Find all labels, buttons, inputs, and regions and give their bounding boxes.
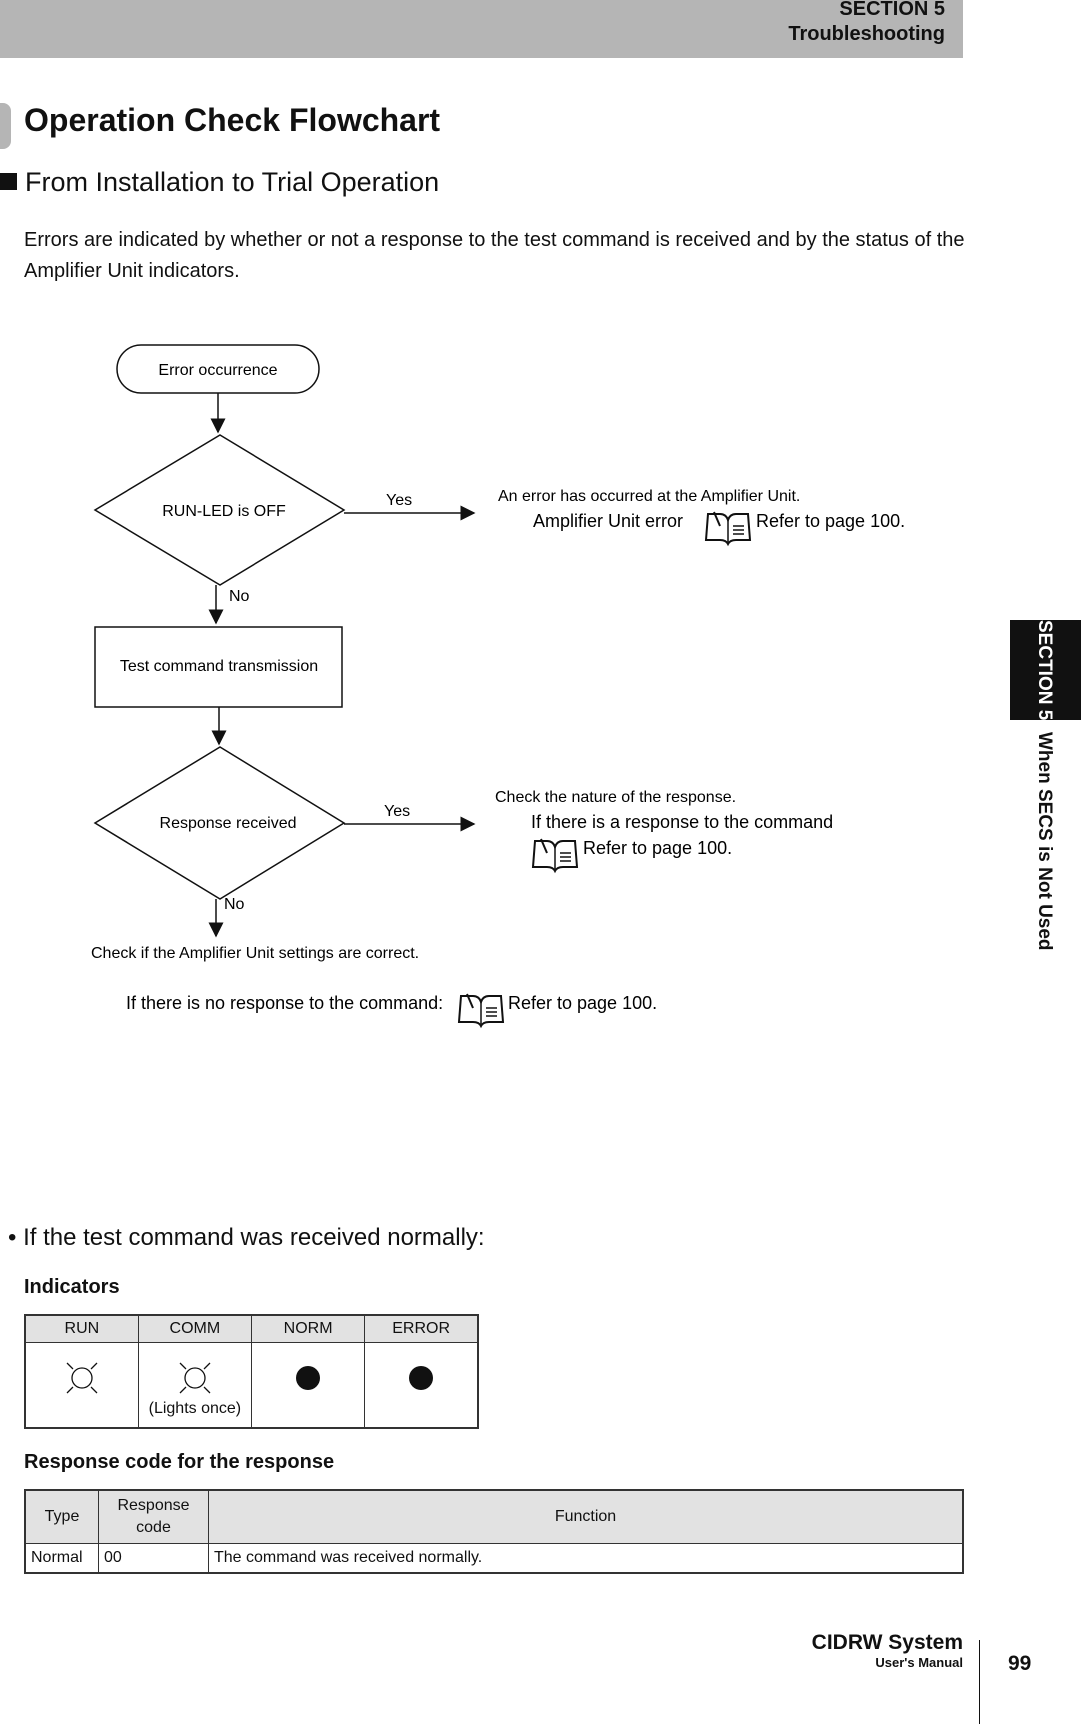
yes1-item: Amplifier Unit error	[533, 511, 683, 531]
indicator-comm-cell: (Lights once)	[137, 1342, 253, 1429]
title-tab-marker	[0, 103, 11, 149]
indicators-state-row: (Lights once)	[24, 1342, 479, 1429]
no2-item: If there is no response to the command:	[126, 993, 443, 1013]
indicator-col-norm: NORM	[250, 1314, 366, 1343]
decision2-label: Response received	[160, 815, 297, 832]
led-lit-icon	[179, 1362, 211, 1394]
table-row: Normal 00 The command was received norma…	[24, 1543, 964, 1574]
response-col-code: Response code	[98, 1489, 209, 1544]
comm-note: (Lights once)	[148, 1400, 242, 1417]
decision1-no-label: No	[229, 588, 250, 605]
start-label: Error occurrence	[158, 362, 277, 379]
yes2-ref: Refer to page 100.	[583, 838, 732, 858]
side-tab-title: When SECS is Not Used	[1034, 732, 1055, 951]
footer-title: CIDRW System	[811, 1631, 963, 1654]
yes1-ref: Refer to page 100.	[756, 511, 905, 531]
side-section-tab	[1010, 620, 1081, 720]
header-bar	[0, 0, 963, 58]
decision1-diamond	[93, 434, 346, 586]
square-bullet-icon	[0, 173, 17, 190]
yes2-item: If there is a response to the command	[531, 812, 833, 832]
process-box	[94, 626, 343, 708]
header-section: SECTION 5	[839, 0, 945, 20]
response-code-cell: 00	[98, 1543, 209, 1574]
no2-note: Check if the Amplifier Unit settings are…	[91, 945, 419, 962]
decision2-diamond	[93, 746, 346, 900]
subtitle-text: From Installation to Trial Operation	[25, 167, 440, 197]
response-table: Type Response code Function Normal 00 Th…	[24, 1489, 964, 1574]
response-heading: Response code for the response	[24, 1451, 335, 1473]
yes2-note: Check the nature of the response.	[495, 789, 736, 806]
indicator-norm-cell	[250, 1342, 366, 1429]
indicator-error-cell	[364, 1342, 479, 1429]
yes1-note: An error has occurred at the Amplifier U…	[498, 488, 800, 505]
subtitle: From Installation to Trial Operation	[0, 167, 439, 198]
decision1-yes-label: Yes	[386, 492, 412, 509]
bullet-heading: • If the test command was received norma…	[8, 1224, 485, 1251]
indicators-table: RUN COMM NORM ERROR (Lights once)	[24, 1314, 479, 1429]
response-header-row: Type Response code Function	[24, 1489, 964, 1544]
decision2-no-label: No	[224, 896, 245, 913]
footer-divider	[979, 1640, 980, 1724]
led-off-icon	[296, 1366, 321, 1390]
indicator-col-comm: COMM	[137, 1314, 253, 1343]
indicator-col-run: RUN	[24, 1314, 139, 1343]
manual-book-icon	[458, 993, 504, 1027]
header-section-title: Troubleshooting	[788, 23, 945, 45]
page-title: Operation Check Flowchart	[24, 102, 441, 138]
manual-book-icon	[532, 838, 578, 872]
led-lit-icon	[66, 1362, 98, 1394]
intro-paragraph: Errors are indicated by whether or not a…	[24, 229, 965, 282]
indicators-heading: Indicators	[24, 1276, 120, 1298]
no2-ref: Refer to page 100.	[508, 993, 657, 1013]
header: SECTION 5 Troubleshooting	[788, 0, 945, 47]
indicators-header-row: RUN COMM NORM ERROR	[24, 1314, 479, 1343]
page-number: 99	[1008, 1652, 1032, 1675]
indicator-col-error: ERROR	[364, 1314, 479, 1343]
response-function-cell: The command was received normally.	[208, 1543, 964, 1574]
response-type-cell: Normal	[24, 1543, 99, 1574]
side-tab-text: SECTION 5 When SECS is Not Used	[1033, 620, 1055, 951]
side-tab-section: SECTION 5	[1034, 620, 1055, 721]
response-col-function: Function	[208, 1489, 964, 1544]
manual-book-icon	[705, 511, 751, 545]
decision2-yes-label: Yes	[384, 803, 410, 820]
footer-subtitle: User's Manual	[875, 1655, 963, 1670]
indicator-run-cell	[24, 1342, 139, 1429]
response-col-type: Type	[24, 1489, 99, 1544]
decision1-label: RUN-LED is OFF	[162, 503, 286, 520]
operation-flowchart: Error occurrence RUN-LED is OFF Yes An e…	[91, 344, 905, 1027]
led-off-icon	[409, 1366, 434, 1390]
process-label: Test command transmission	[120, 658, 318, 675]
